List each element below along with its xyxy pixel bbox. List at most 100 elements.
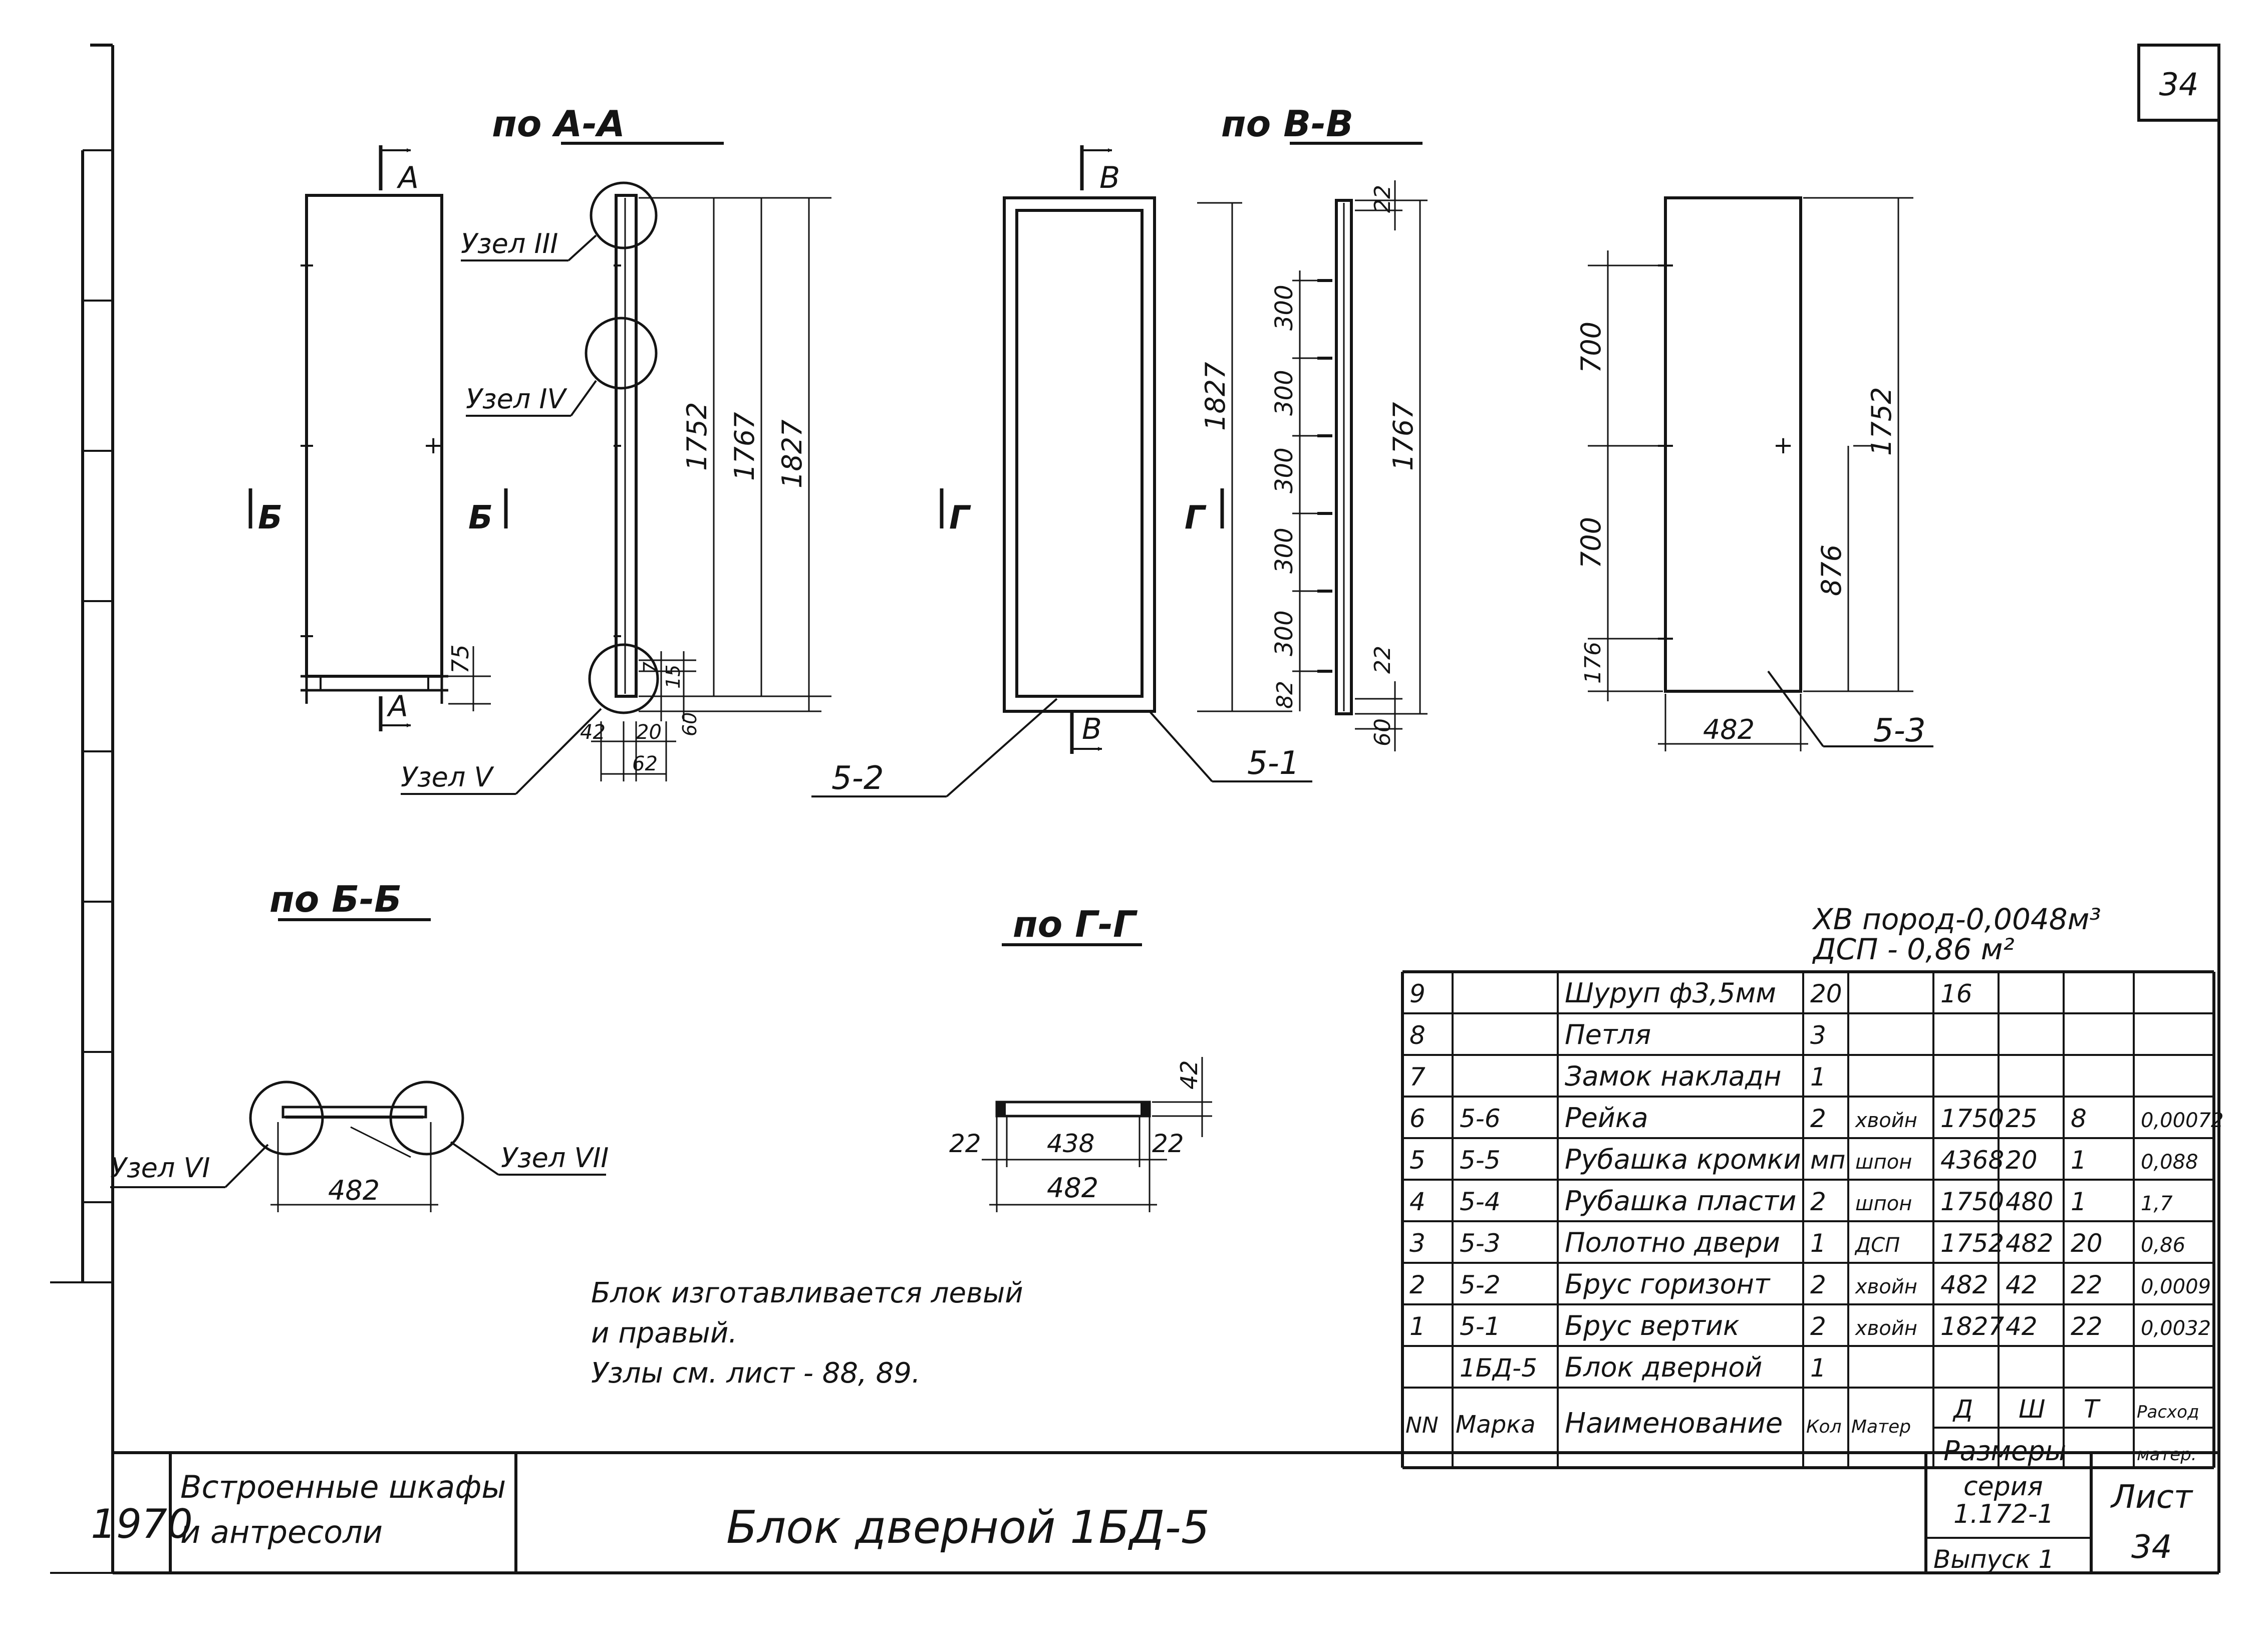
dim-1767-aa: 1767 bbox=[729, 412, 760, 481]
spec-cell-kol: 1 bbox=[1810, 1353, 1826, 1383]
dim-1752-aa: 1752 bbox=[681, 402, 713, 471]
node-5-circle bbox=[588, 643, 659, 714]
spec-cell-mater: ДСП bbox=[1854, 1234, 1900, 1257]
spec-cell-kol: 2 bbox=[1810, 1270, 1826, 1299]
spec-cell-sh: 20 bbox=[2006, 1146, 2038, 1175]
spec-table-grid bbox=[1401, 970, 2215, 1469]
spec-cell-t: 8 bbox=[2071, 1104, 2087, 1133]
spec-cell-kol: 2 bbox=[1810, 1104, 1826, 1133]
vertical-bar-section bbox=[1335, 199, 1353, 715]
svg-text:В: В bbox=[1099, 160, 1120, 195]
cut-mark-g-right: Г bbox=[1185, 488, 1224, 536]
spec-cell-d: 482 bbox=[1940, 1270, 1988, 1299]
spec-cell-name: Рубашка кромки bbox=[1565, 1144, 1801, 1175]
svg-text:42: 42 bbox=[580, 721, 606, 744]
node-4-circle bbox=[585, 317, 658, 390]
spec-cell-kol: 1 bbox=[1810, 1062, 1826, 1092]
spec-cell-rashod: 0,0032 bbox=[2141, 1317, 2211, 1340]
cut-mark-a-bottom: А bbox=[379, 689, 411, 731]
spec-cell-name: Полотно двери bbox=[1565, 1227, 1780, 1258]
cut-mark-b-left: Б bbox=[248, 488, 282, 536]
part-label-5-1: 5-1 bbox=[1247, 745, 1300, 782]
spec-cell-d: 1827 bbox=[1940, 1312, 2004, 1341]
svg-text:Г: Г bbox=[1185, 499, 1207, 536]
frame-plan-section bbox=[995, 1101, 1151, 1118]
spec-cell-rashod: 0,86 bbox=[2141, 1234, 2185, 1257]
spec-cell-sh: 25 bbox=[2006, 1104, 2038, 1133]
node-3-circle bbox=[590, 181, 658, 249]
spec-cell-mater: шпон bbox=[1855, 1192, 1912, 1215]
spec-cell-rashod: 0,00072 bbox=[2141, 1109, 2223, 1132]
svg-text:Г: Г bbox=[949, 499, 971, 536]
svg-text:75: 75 bbox=[447, 644, 474, 674]
spec-cell-name: Замок накладн bbox=[1565, 1060, 1782, 1092]
issue-label: Выпуск 1 bbox=[1933, 1545, 2054, 1574]
svg-text:22: 22 bbox=[1370, 646, 1395, 674]
view-aa: по А-А + А А Б Б bbox=[248, 103, 831, 795]
dims-g-g bbox=[982, 1057, 1212, 1212]
view-g-g-title: по Г-Г bbox=[1013, 903, 1138, 945]
node-6-circle bbox=[249, 1080, 324, 1156]
spec-cell-marka: 5-4 bbox=[1460, 1187, 1501, 1216]
svg-text:300: 300 bbox=[1270, 610, 1298, 656]
title-project-line-2: и антресоли bbox=[180, 1514, 383, 1550]
title-year: 1970 bbox=[91, 1501, 193, 1547]
spec-cell-nn: 3 bbox=[1409, 1229, 1426, 1258]
spec-cell-t: 22 bbox=[2071, 1270, 2103, 1299]
dim-75: 75 bbox=[447, 644, 491, 711]
spec-header-mater: Матер bbox=[1851, 1417, 1911, 1437]
spec-cell-nn: 7 bbox=[1409, 1062, 1426, 1092]
dims-panel-left bbox=[1588, 250, 1663, 701]
hinge-marks bbox=[301, 264, 313, 637]
dim-876-panel: 876 bbox=[1816, 545, 1847, 596]
spec-cell-name: Петля bbox=[1565, 1019, 1651, 1050]
svg-text:300: 300 bbox=[1270, 370, 1298, 416]
svg-text:А: А bbox=[386, 689, 408, 723]
sheet-value: 34 bbox=[2131, 1529, 2172, 1566]
svg-text:20: 20 bbox=[636, 721, 662, 744]
spec-cell-kol: 20 bbox=[1810, 979, 1842, 1008]
svg-text:482: 482 bbox=[328, 1175, 380, 1206]
svg-text:62: 62 bbox=[632, 752, 658, 775]
view-g-g: по Г-Г 22 438 22 482 42 bbox=[949, 903, 1212, 1212]
note-line-1: Блок изготавливается левый bbox=[591, 1277, 1023, 1309]
svg-text:7: 7 bbox=[640, 662, 662, 674]
door-frame-elevation bbox=[1003, 196, 1156, 713]
general-note: Блок изготавливается левый и правый. Узл… bbox=[591, 1277, 1023, 1390]
view-panel: + 700 700 176 1752 876 482 5-3 bbox=[1575, 196, 1933, 751]
spec-cell-kol: 2 bbox=[1810, 1312, 1826, 1341]
spec-cell-nn: 6 bbox=[1409, 1104, 1426, 1133]
node-7-label: Узел VII bbox=[501, 1142, 609, 1174]
spec-cell-nn: 9 bbox=[1409, 979, 1426, 1008]
svg-text:Б: Б bbox=[258, 499, 282, 536]
note-line-2: и правый. bbox=[591, 1317, 737, 1349]
dim-482-b-b: 482 bbox=[270, 1122, 438, 1212]
dim-1752-panel: 1752 bbox=[1866, 387, 1897, 456]
sheet-frame bbox=[50, 44, 2220, 1574]
svg-text:42: 42 bbox=[1176, 1060, 1203, 1090]
view-bb-title: по В-В bbox=[1221, 103, 1353, 145]
svg-text:300: 300 bbox=[1270, 527, 1298, 574]
node-7-circle bbox=[389, 1080, 464, 1156]
dim-1827-bb: 1827 bbox=[1200, 362, 1231, 431]
note-line-3: Узлы см. лист - 88, 89. bbox=[591, 1357, 921, 1390]
node-3-label: Узел III bbox=[461, 228, 558, 259]
spec-header-marka: Марка bbox=[1456, 1411, 1536, 1439]
spec-cell-rashod: 1,7 bbox=[2141, 1192, 2173, 1215]
view-bb: по В-В В В Г Г 5-2 5-1 bbox=[811, 103, 1428, 797]
spec-cell-kol: мп bbox=[1810, 1146, 1845, 1175]
cut-mark-a-top: А bbox=[379, 145, 419, 195]
dim-1767-bb: 1767 bbox=[1387, 402, 1419, 471]
view-aa-title: по А-А bbox=[492, 103, 625, 145]
series-value: 1.172-1 bbox=[1953, 1499, 2054, 1529]
spec-cell-d: 1750 bbox=[1940, 1187, 2004, 1216]
spec-cell-nn: 4 bbox=[1409, 1187, 1426, 1216]
cut-mark-v-bottom: В bbox=[1070, 711, 1102, 754]
svg-text:300: 300 bbox=[1270, 285, 1298, 331]
part-label-5-2: 5-2 bbox=[831, 760, 884, 797]
spec-header-rashod: Расход bbox=[2137, 1402, 2199, 1422]
spec-header-name: Наименование bbox=[1565, 1407, 1783, 1440]
svg-text:22: 22 bbox=[1370, 185, 1395, 213]
spec-cell-t: 1 bbox=[2071, 1146, 2087, 1175]
